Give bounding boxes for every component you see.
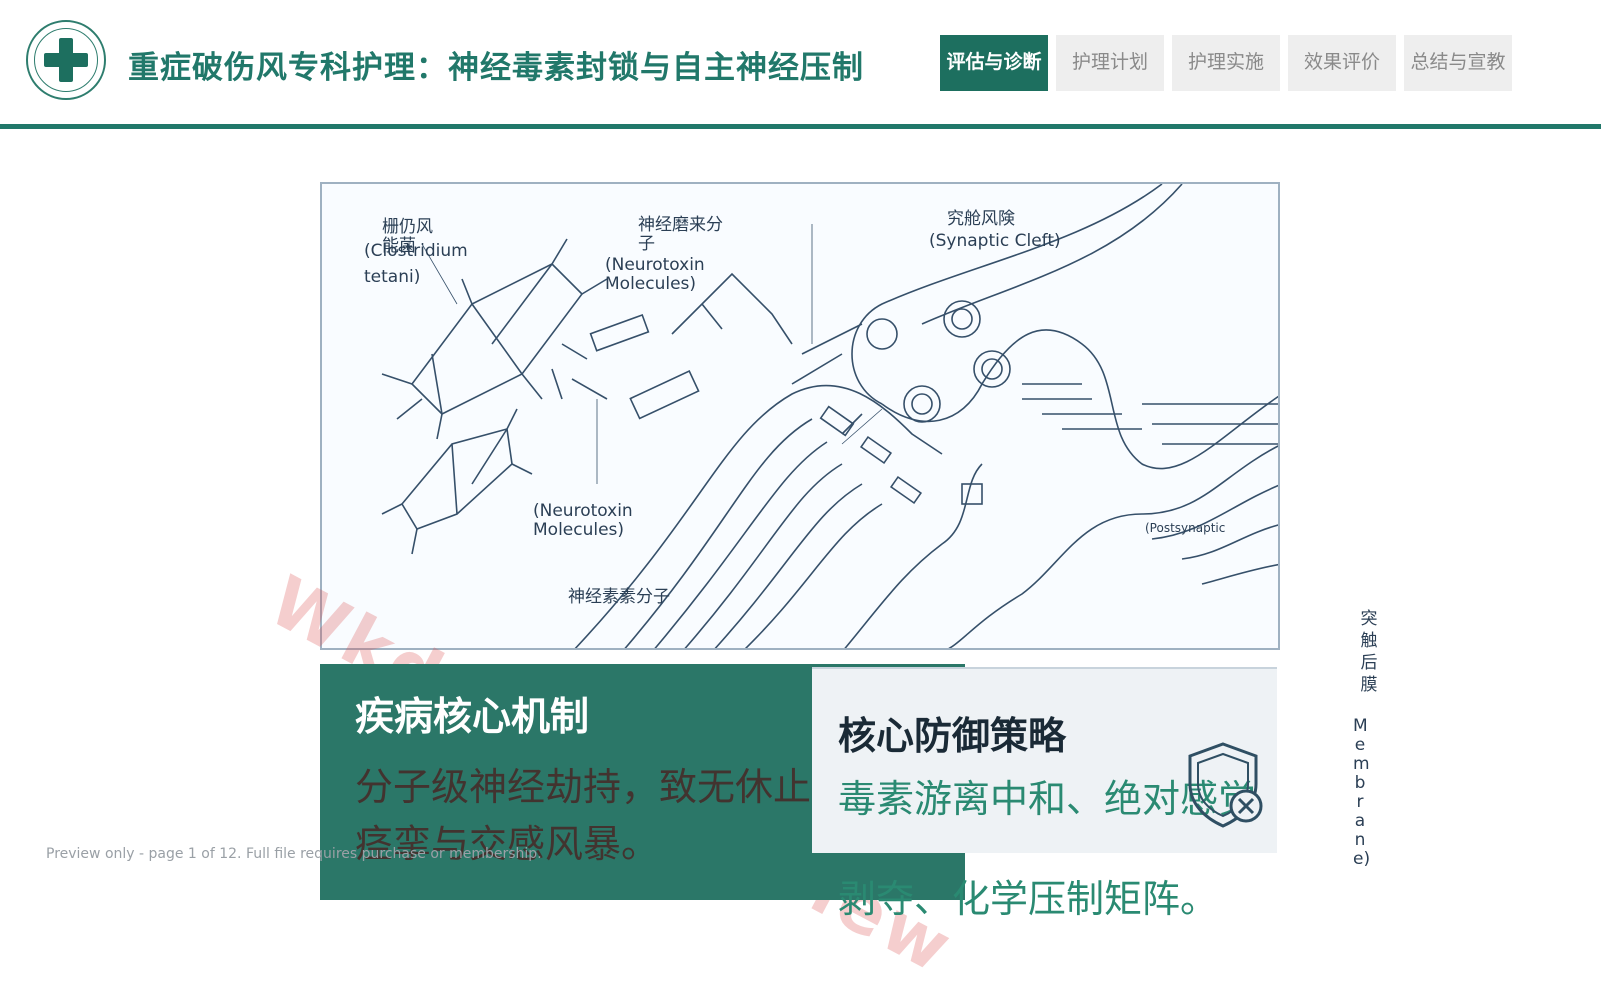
side-label-en: Membrane) [1353, 716, 1371, 869]
defense-title: 核心防御策略 [838, 714, 1067, 758]
shield-icon [1188, 742, 1263, 828]
defense-text-continued: 剥夺、化学压制矩阵。 [838, 877, 1219, 921]
label-bacteria-cn: 栅仍风能菌 [382, 217, 433, 256]
defense-text: 毒素游离中和、绝对感觉 [838, 777, 1257, 821]
defense-card: 核心防御策略 毒素游离中和、绝对感觉 [812, 667, 1277, 853]
tab-care-plan[interactable]: 护理计划 [1056, 35, 1164, 91]
synapse-drawing [381, 184, 1278, 648]
tab-summary[interactable]: 总结与宣教 [1404, 35, 1512, 91]
label-neurotoxin-cn-bottom: 神经素素分子 [568, 587, 670, 607]
tab-implementation[interactable]: 护理实施 [1172, 35, 1280, 91]
tab-evaluation[interactable]: 效果评价 [1288, 35, 1396, 91]
label-synaptic-en: (Synaptic Cleft) [929, 231, 1061, 251]
mechanism-title: 疾病核心机制 [355, 695, 590, 740]
page-title: 重症破伤风专科护理：神经毒素封锁与自主神经压制 [128, 50, 864, 86]
tab-assessment[interactable]: 评估与诊断 [940, 35, 1048, 91]
label-postsynaptic: (Postsynaptic [1145, 521, 1226, 535]
preview-footer: Preview only - page 1 of 12. Full file r… [46, 846, 542, 862]
header-divider [0, 124, 1601, 129]
label-synaptic-cn: 究舱风険 [947, 209, 1015, 229]
mechanism-text: 分子级神经劫持，致无休止痉挛与交感风暴。 [355, 765, 812, 866]
side-label-cn: 突触后膜 [1360, 609, 1378, 695]
logo-medical-cross-icon [26, 20, 106, 100]
label-neurotoxin-cn-top: 神经磨来分子 [638, 215, 723, 254]
